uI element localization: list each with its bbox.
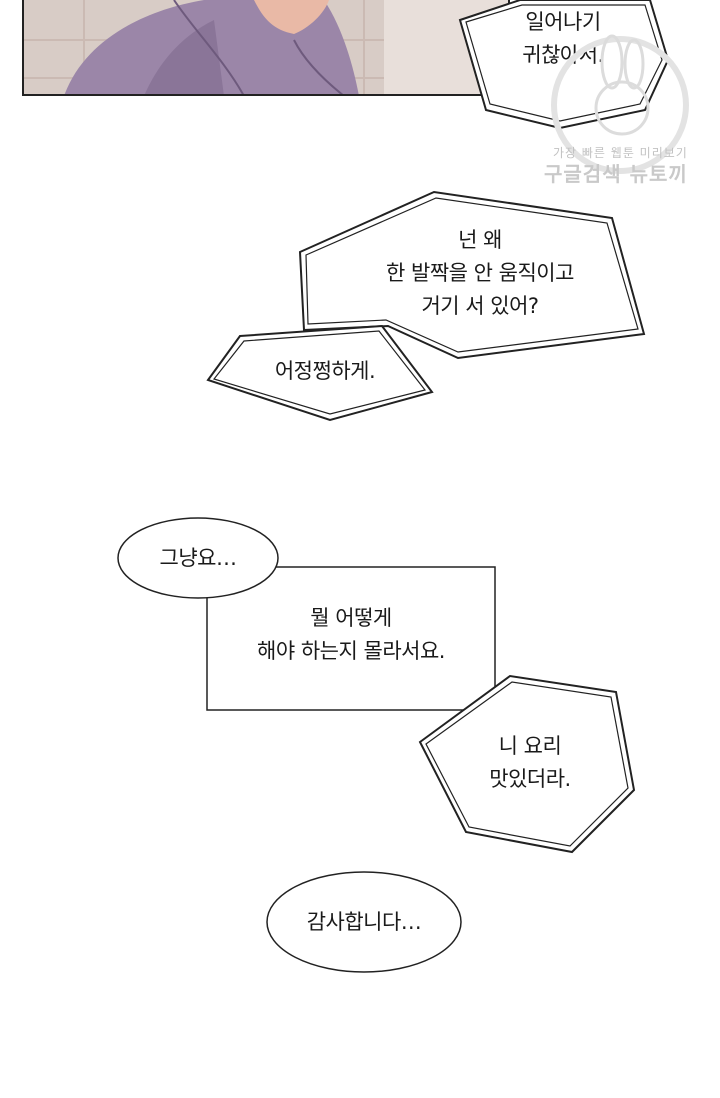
speech-bubble-2-line-2: 한 발짝을 안 움직이고 [386, 261, 574, 285]
speech-bubble-4-line-1: 그냥요… [159, 546, 237, 570]
speech-bubble-3-line-1: 어정쩡하게. [274, 359, 376, 383]
speech-bubble-7-line-1: 감사합니다… [306, 910, 422, 934]
speech-bubble-5-line-2: 해야 하는지 몰라서요. [257, 639, 445, 663]
speech-bubble-4: 그냥요… [118, 542, 278, 575]
speech-bubble-2: 넌 왜 한 발짝을 안 움직이고 거기 서 있어? [340, 224, 620, 323]
speech-bubble-2-line-3: 거기 서 있어? [421, 294, 539, 318]
speech-bubble-5: 뭘 어떻게 해야 하는지 몰라서요. [207, 602, 495, 668]
speech-bubble-6-line-1: 니 요리 [498, 734, 562, 758]
watermark-line-2: 구글검색 뉴토끼 [544, 162, 688, 186]
speech-bubble-5-line-1: 뭘 어떻게 [310, 606, 392, 630]
speech-bubble-6-line-2: 맛있더라. [489, 767, 571, 791]
speech-bubble-7: 감사합니다… [266, 906, 462, 939]
speech-bubble-6: 니 요리 맛있더라. [460, 730, 600, 796]
speech-bubble-1-line-1: 일어나기 [525, 10, 601, 34]
speech-bubble-2-line-1: 넌 왜 [458, 228, 502, 252]
comic-panel-top [22, 0, 510, 96]
speech-bubble-3: 어정쩡하게. [245, 355, 405, 388]
panel-artwork [24, 0, 508, 94]
watermark-line-1: 가장 빠른 웹툰 미리보기 [553, 146, 688, 160]
